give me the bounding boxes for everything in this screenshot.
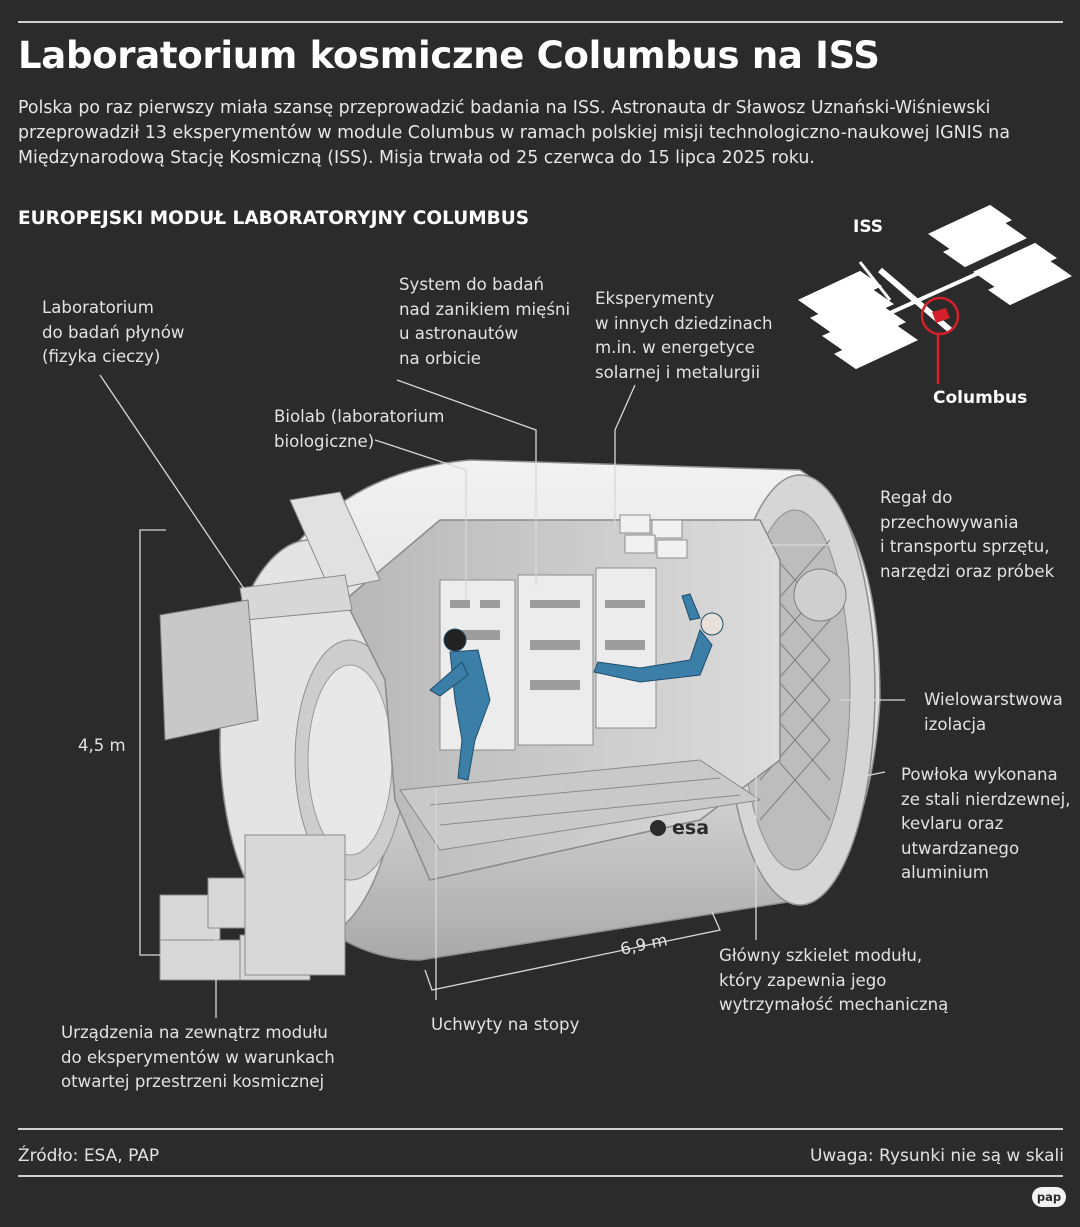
- label-shell: Powłoka wykonana ze stali nierdzewnej, k…: [901, 765, 1071, 882]
- esa-logo: esa: [650, 817, 709, 839]
- page-title: Laboratorium kosmiczne Columbus na ISS: [18, 34, 880, 77]
- label-insulation: Wielowarstwowa izolacja: [924, 690, 1063, 734]
- top-rule: [18, 21, 1063, 23]
- bottom-rule-upper: [18, 1128, 1063, 1130]
- label-biolab: Biolab (laboratorium biologiczne): [274, 407, 445, 451]
- intro-text: Polska po raz pierwszy miała szansę prze…: [18, 98, 1010, 168]
- iss-solar-array-right: [928, 204, 1072, 306]
- svg-text:esa: esa: [672, 817, 709, 839]
- label-other-experiments: Eksperymenty w innych dziedzinach m.in. …: [595, 289, 773, 382]
- bottom-rule-lower: [18, 1175, 1063, 1177]
- dimension-lines: [139, 529, 721, 991]
- pap-logo: pap: [1032, 1187, 1066, 1207]
- label-external-devices: Urządzenia na zewnątrz modułu do ekspery…: [61, 1023, 335, 1091]
- hatch-icon: [793, 568, 847, 622]
- source-text: Źródło: ESA, PAP: [18, 1146, 160, 1166]
- columbus-label: Columbus: [933, 388, 1028, 408]
- label-muscle-system: System do badań nad zanikiem mięśni u as…: [399, 275, 571, 368]
- label-fluid-lab: Laboratorium do badań płynów (fizyka cie…: [42, 298, 185, 366]
- module-body: esa: [159, 459, 881, 981]
- leader-lines: [99, 374, 905, 1018]
- columbus-highlight-circle: [920, 296, 960, 336]
- label-main-frame: Główny szkielet modułu, który zapewnia j…: [719, 946, 949, 1014]
- note-text: Uwaga: Rysunki nie są w skali: [809, 1146, 1064, 1166]
- section-title: EUROPEJSKI MODUŁ LABORATORYJNY COLUMBUS: [18, 208, 530, 229]
- label-storage-rack: Regał do przechowywania i transportu spr…: [880, 488, 1055, 581]
- iss-solar-array-left: [798, 270, 918, 370]
- dimension-height: 4,5 m: [78, 736, 126, 755]
- iss-label: ISS: [853, 217, 884, 237]
- astronaut-figures: [429, 593, 724, 781]
- iss-inset: [798, 204, 1072, 384]
- label-foot-holds: Uchwyty na stopy: [431, 1015, 580, 1034]
